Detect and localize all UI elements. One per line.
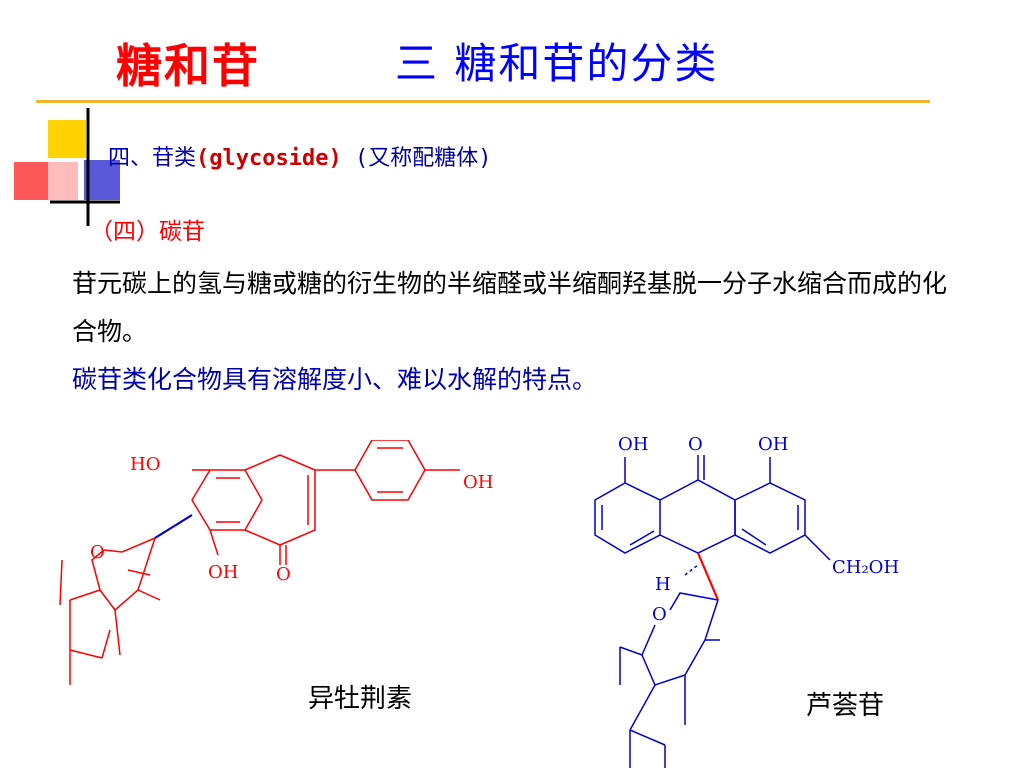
isovitexin-structure: HO OH OH O O <box>59 440 493 685</box>
label-ring-o: O <box>90 542 105 563</box>
ring-a <box>191 469 263 531</box>
structure1-caption: 异牡荆素 <box>308 684 413 714</box>
label-ch2oh: CH₂OH <box>832 557 899 578</box>
label-h: H <box>655 574 671 595</box>
label-oh-left: OH <box>618 434 648 455</box>
ornament-blue-square <box>84 160 120 200</box>
section-heading-en: (glycoside) <box>196 146 342 171</box>
section-heading-cn: 四、苷类 <box>108 146 197 171</box>
ornament-yellow-square <box>48 120 86 158</box>
page-title: 糖和苷 <box>116 39 260 93</box>
property-paragraph: 碳苷类化合物具有溶解度小、难以水解的特点。 <box>72 365 598 394</box>
structure2-caption: 芦荟苷 <box>806 691 885 721</box>
label-ho: HO <box>130 454 160 475</box>
label-oh-right: OH <box>758 434 788 455</box>
label-ring-o: O <box>652 604 667 625</box>
page-subtitle: 三 糖和苷的分类 <box>395 39 719 88</box>
ring-right <box>734 482 806 554</box>
corner-ornament <box>14 108 120 226</box>
label-carbonyl-o: O <box>276 564 291 585</box>
label-oh-bottom: OH <box>208 562 238 583</box>
subsection-heading: （四）碳苷 <box>90 219 205 245</box>
ring-b <box>354 440 426 501</box>
aloin-structure: OH O OH CH₂OH H O <box>594 434 899 768</box>
definition-paragraph: 苷元碳上的氢与糖或糖的衍生物的半缩醛或半缩酮羟基脱一分子水缩合而成的化合物。 <box>72 269 948 346</box>
title-underline <box>36 100 930 103</box>
label-oh-right: OH <box>463 472 493 493</box>
ring-left <box>594 482 661 554</box>
section-heading-alias: (又称配糖体) <box>341 146 492 171</box>
section-heading: 四、苷类(glycoside) (又称配糖体) <box>108 140 491 172</box>
label-carbonyl-o: O <box>688 434 703 455</box>
ring-c <box>244 454 316 546</box>
